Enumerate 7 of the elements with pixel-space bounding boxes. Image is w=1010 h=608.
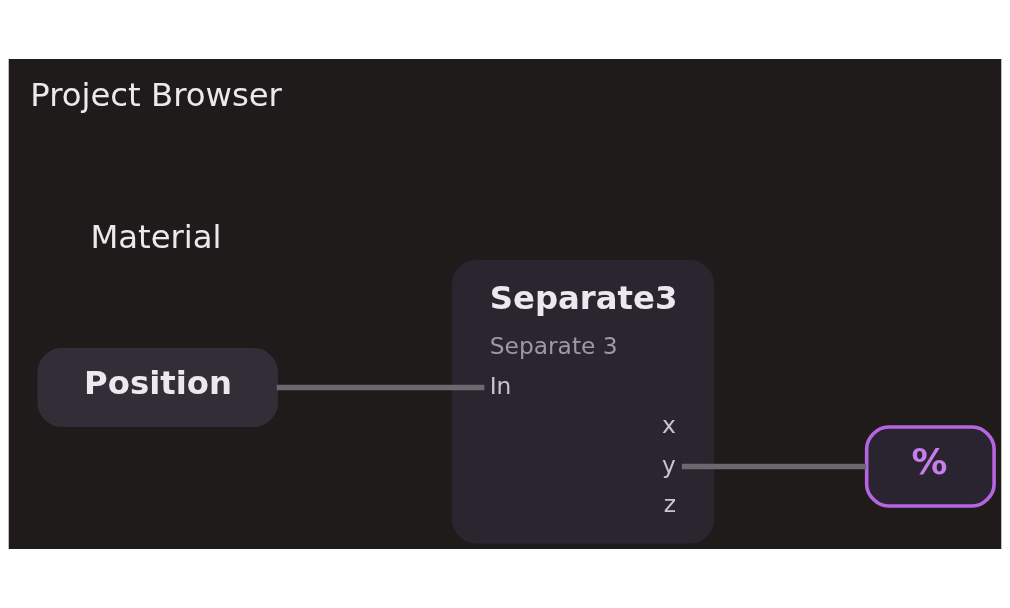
label: Material: [90, 218, 222, 257]
node-box: %: [864, 425, 996, 508]
connector: [681, 463, 867, 470]
node-box: Position: [37, 347, 278, 427]
label: Project Browser: [30, 76, 282, 115]
connector: [276, 384, 485, 391]
node-box: Separate3 Separate 3 In x y z: [452, 260, 715, 544]
